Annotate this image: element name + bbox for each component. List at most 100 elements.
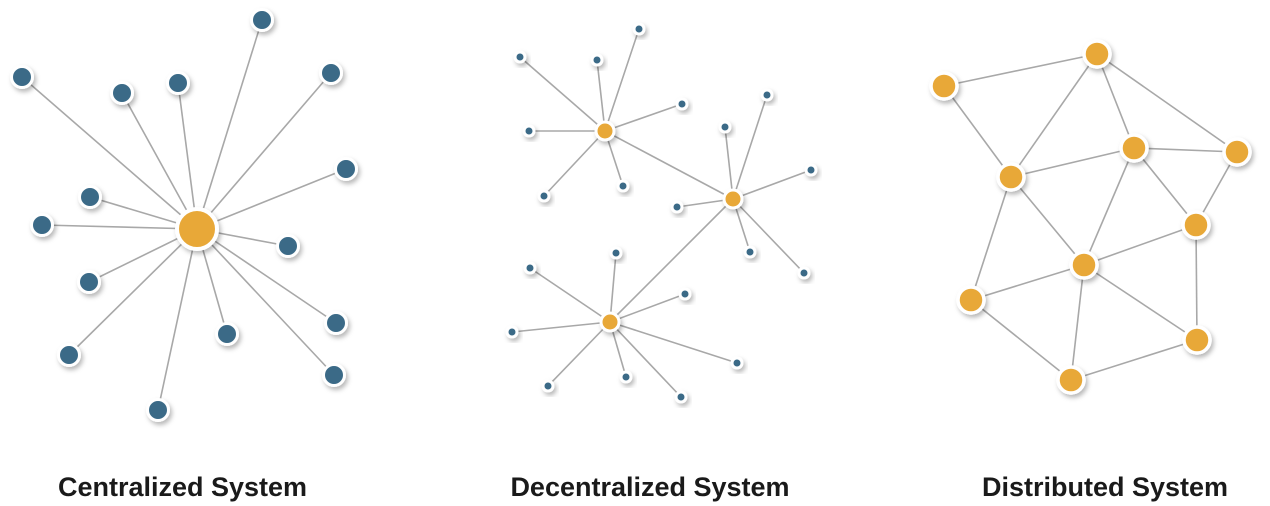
decentralized-edge [609,321,738,364]
centralized-edge [41,224,198,230]
decentralized-leaf-node [804,163,818,177]
centralized-edge [121,92,198,230]
centralized-edge [68,228,198,356]
distributed-edge [1070,339,1198,381]
distributed-node [929,71,959,101]
distributed-edge [970,299,1072,381]
centralized-leaf-node [322,363,346,387]
distributed-edge [1070,264,1085,381]
distributed-edge [1096,53,1238,153]
centralized-edge [196,19,263,230]
decentralized-leaf-node [674,390,688,404]
centralized-leaf-node [10,65,34,89]
distributed-edge [943,53,1098,87]
decentralized-hub-node [599,311,621,333]
decentralized-leaf-node [760,88,774,102]
distributed-node [956,285,986,315]
decentralized-hub-edge [609,198,734,323]
distributed-edge [1010,176,1085,266]
distributed-node [1119,133,1149,163]
distributed-node [1069,250,1099,280]
distributed-edge [970,264,1085,301]
centralized-leaf-node [57,343,81,367]
decentralized-leaf-node [609,246,623,260]
centralized-edge [21,76,198,230]
distributed-edge [1010,147,1135,178]
decentralized-edge [519,56,606,132]
decentralized-leaf-node [505,325,519,339]
centralized-edge [196,72,332,230]
centralized-edge [196,228,337,324]
decentralized-leaf-node [522,124,536,138]
distributed-network [929,39,1252,395]
centralized-leaf-node [250,8,274,32]
decentralized-leaf-node [523,261,537,275]
decentralized-leaf-node [513,50,527,64]
decentralized-leaf-node [730,356,744,370]
decentralized-hub-node [594,120,616,142]
distributed-node [1082,39,1112,69]
decentralized-leaf-node [675,97,689,111]
decentralized-leaf-node [632,22,646,36]
decentralized-leaf-node [678,287,692,301]
decentralized-leaf-node [670,200,684,214]
centralized-leaf-node [77,270,101,294]
decentralized-leaf-node [797,266,811,280]
centralized-leaf-node [146,398,170,422]
centralized-edge [157,228,198,411]
centralized-hub-node [175,207,219,251]
decentralized-edge [543,130,606,197]
distributed-edge [1083,147,1135,266]
decentralized-leaf-node [743,245,757,259]
distributed-node [1222,137,1252,167]
decentralized-leaf-node [718,120,732,134]
decentralized-edge [604,103,683,132]
centralized-leaf-node [30,213,54,237]
decentralized-edge [609,293,686,323]
distributed-edge [1133,147,1197,226]
distributed-edge [1083,264,1198,341]
decentralized-system-label: Decentralized System [510,472,790,502]
decentralized-leaf-node [619,370,633,384]
decentralized-edge [732,169,812,200]
distributed-edge [943,85,1012,178]
decentralized-edge [529,267,611,323]
decentralized-network [505,22,818,404]
decentralized-leaf-node [537,189,551,203]
distributed-edge [1133,147,1238,153]
decentralized-edge [604,28,640,132]
decentralized-edge [609,321,682,398]
decentralized-leaf-node [590,53,604,67]
centralized-leaf-node [215,322,239,346]
centralized-leaf-node [324,311,348,335]
distributed-node [1182,325,1212,355]
distributed-edge [1083,224,1197,266]
distributed-node [1181,210,1211,240]
centralized-leaf-node [334,157,358,181]
decentralized-leaf-node [541,379,555,393]
distributed-edge [1010,53,1098,178]
decentralized-edge [724,126,734,200]
decentralized-hub-edge [604,130,734,200]
centralized-leaf-node [276,234,300,258]
decentralized-edge [596,59,606,132]
decentralized-edge [511,321,611,333]
decentralized-edge [609,252,617,323]
decentralized-edge [732,198,805,274]
decentralized-edge [732,94,768,200]
centralized-leaf-node [166,71,190,95]
decentralized-leaf-node [616,179,630,193]
distributed-edge [1195,224,1198,341]
distributed-node [996,162,1026,192]
distributed-node [1056,365,1086,395]
centralized-network [10,8,358,422]
distributed-edge [970,176,1012,301]
centralized-system-label: Centralized System [57,472,308,502]
distributed-edge [1096,53,1135,149]
centralized-leaf-node [78,185,102,209]
decentralized-hub-node [722,188,744,210]
centralized-edge [196,168,347,230]
centralized-edge [177,82,198,230]
centralized-edge [196,228,335,376]
